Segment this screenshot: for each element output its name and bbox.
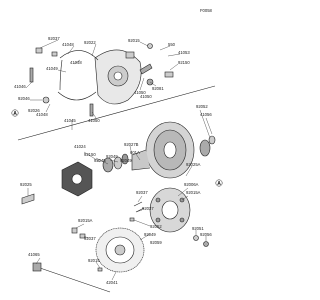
ref-marker-a-top: A xyxy=(11,109,19,117)
callout-label: 41049 xyxy=(46,66,58,71)
small-parts-lower xyxy=(21,193,209,247)
callout-label: 41048 xyxy=(62,42,74,47)
callout-label: 92056 xyxy=(200,232,212,237)
callout-label: 92052 xyxy=(150,224,162,229)
callout-label: 92037 xyxy=(142,206,154,211)
leader-lines xyxy=(25,39,213,281)
coupling xyxy=(149,187,191,233)
callout-label: 92037 xyxy=(48,36,60,41)
callout-label: 41050 xyxy=(140,94,152,99)
callout-label: 92049 xyxy=(106,154,118,159)
callout-label: 92046 xyxy=(18,96,30,101)
callout-label: 41024 xyxy=(74,144,86,149)
brake-panel-assembly xyxy=(94,49,153,105)
callout-label: 41048 xyxy=(36,112,48,117)
callout-label: 92150 xyxy=(84,152,96,157)
callout-label: 92051 xyxy=(192,226,204,231)
wheel-hub xyxy=(131,121,195,179)
callout-label: 92015A xyxy=(186,190,201,195)
callout-label: 92049 xyxy=(144,232,156,237)
callout-label: 92052 xyxy=(196,104,208,109)
callout-label: 92049 xyxy=(120,158,132,163)
callout-label: 92081 xyxy=(152,86,164,91)
callout-label: 92015A xyxy=(78,218,93,223)
callout-label: 41056 xyxy=(200,112,212,117)
callout-label: 41048 xyxy=(70,60,82,65)
callout-label: 92025 xyxy=(20,182,32,187)
callout-label: 92015 xyxy=(88,258,100,263)
callout-label: 92022 xyxy=(84,40,96,45)
callout-label: 92026 xyxy=(28,108,40,113)
ref-a-top-text: A xyxy=(13,111,17,117)
small-parts-top xyxy=(29,43,174,117)
callout-label: 92027B xyxy=(124,142,139,147)
callout-label: 92025A xyxy=(186,162,201,167)
callout-label: 92045 xyxy=(94,158,106,163)
callout-label: 92015 xyxy=(128,38,140,43)
callout-label: 550 xyxy=(168,42,176,47)
callout-label: 41053 xyxy=(178,50,190,55)
callout-label: 41045 xyxy=(64,118,76,123)
diagram-code: F0058 xyxy=(200,8,213,13)
callout-label: 601A xyxy=(130,150,140,155)
callout-label: 92037 xyxy=(136,190,148,195)
axle-shaft xyxy=(17,85,216,141)
lower-axle-bolt xyxy=(32,262,111,293)
exploded-parts-diagram: F0058 xyxy=(11,8,223,293)
rear-sprocket xyxy=(95,227,145,273)
sprocket-studs xyxy=(97,201,145,272)
brake-shoes xyxy=(57,50,99,101)
cush-drive-damper xyxy=(61,161,93,197)
callout-label: 41046 xyxy=(14,84,26,89)
callout-label: 92037 xyxy=(84,236,96,241)
callout-label: 92150 xyxy=(178,60,190,65)
callout-label: 41050 xyxy=(134,90,146,95)
callout-label: 92006A xyxy=(184,182,199,187)
callout-labels: 92037 41048 92022 92015 550 41053 92150 … xyxy=(14,36,212,285)
callout-label: 42041 xyxy=(106,280,118,285)
ref-marker-a-right: A xyxy=(215,179,223,187)
hub-bearings xyxy=(102,135,216,173)
ref-a-right-text: A xyxy=(217,181,221,187)
callout-label: 41050 xyxy=(88,118,100,123)
callout-label: 41065 xyxy=(28,252,40,257)
callout-label: 92059 xyxy=(150,240,162,245)
